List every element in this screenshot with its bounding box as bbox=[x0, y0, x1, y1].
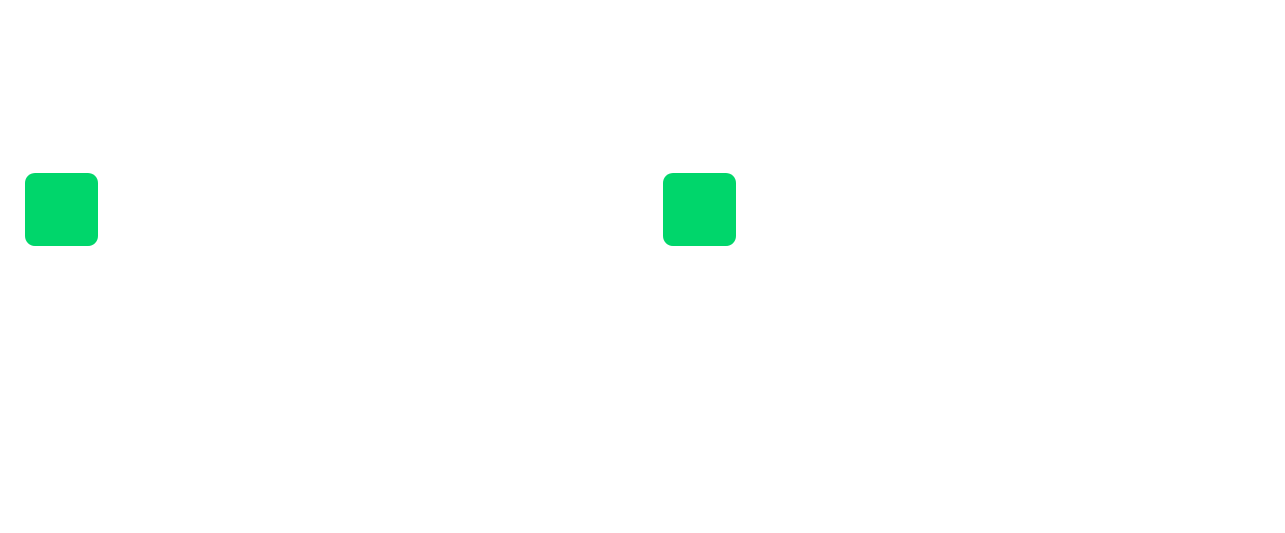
green-square-icon bbox=[25, 173, 98, 246]
green-square-icon bbox=[663, 173, 736, 246]
left-panel bbox=[0, 0, 638, 533]
right-panel bbox=[638, 0, 1285, 533]
